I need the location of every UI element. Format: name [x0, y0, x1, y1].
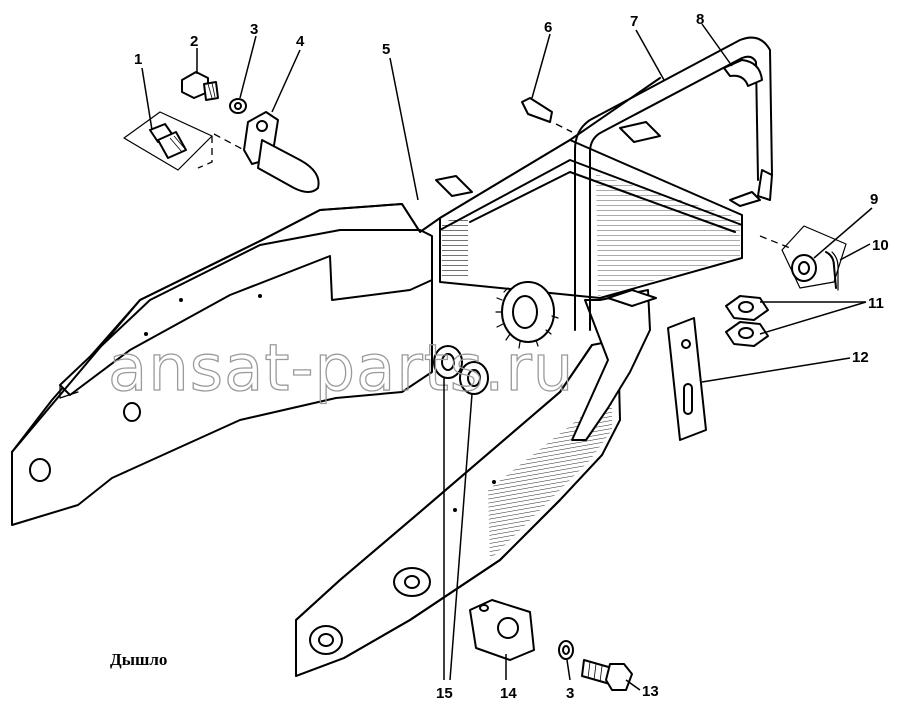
- callout-13: 13: [642, 683, 659, 700]
- cotter-pin-part-10: [825, 251, 839, 291]
- callout-3-top: 3: [250, 21, 258, 38]
- callout-9: 9: [870, 191, 878, 208]
- callout-12: 12: [852, 349, 869, 366]
- bolt-part-1: [123, 111, 213, 171]
- washer-part-3-bottom: [558, 640, 574, 660]
- nuts-part-11: [725, 295, 769, 347]
- callout-5: 5: [382, 41, 390, 58]
- callout-14: 14: [500, 685, 517, 702]
- callout-3-bottom: 3: [566, 685, 574, 702]
- pin-part-6: [521, 97, 573, 133]
- leader-lines: [141, 23, 873, 691]
- callout-11: 11: [868, 295, 884, 312]
- bushing-part-14: [469, 599, 535, 661]
- hoop-handle-part-7: [574, 36, 773, 331]
- callout-6: 6: [544, 19, 552, 36]
- dashed-line-9: [759, 235, 791, 249]
- plate-part-12: [667, 317, 707, 441]
- bolt-part-13: [581, 659, 633, 691]
- watermark-text: ansat-parts.ru: [108, 332, 574, 406]
- callout-7: 7: [630, 13, 638, 30]
- washers-part-15: [433, 345, 489, 395]
- bolt-part-2: [181, 71, 219, 101]
- pin-part-4: [213, 111, 320, 193]
- callout-1: 1: [134, 51, 142, 68]
- washer-part-9: [781, 225, 847, 289]
- callout-4: 4: [296, 33, 305, 50]
- washer-part-3-top: [229, 98, 247, 114]
- diagram-caption: Дышло: [110, 650, 167, 669]
- callout-10: 10: [872, 237, 889, 254]
- clamp-part-8: [723, 59, 763, 87]
- callout-15: 15: [436, 685, 453, 702]
- callout-2: 2: [190, 33, 198, 50]
- callout-8: 8: [696, 11, 704, 28]
